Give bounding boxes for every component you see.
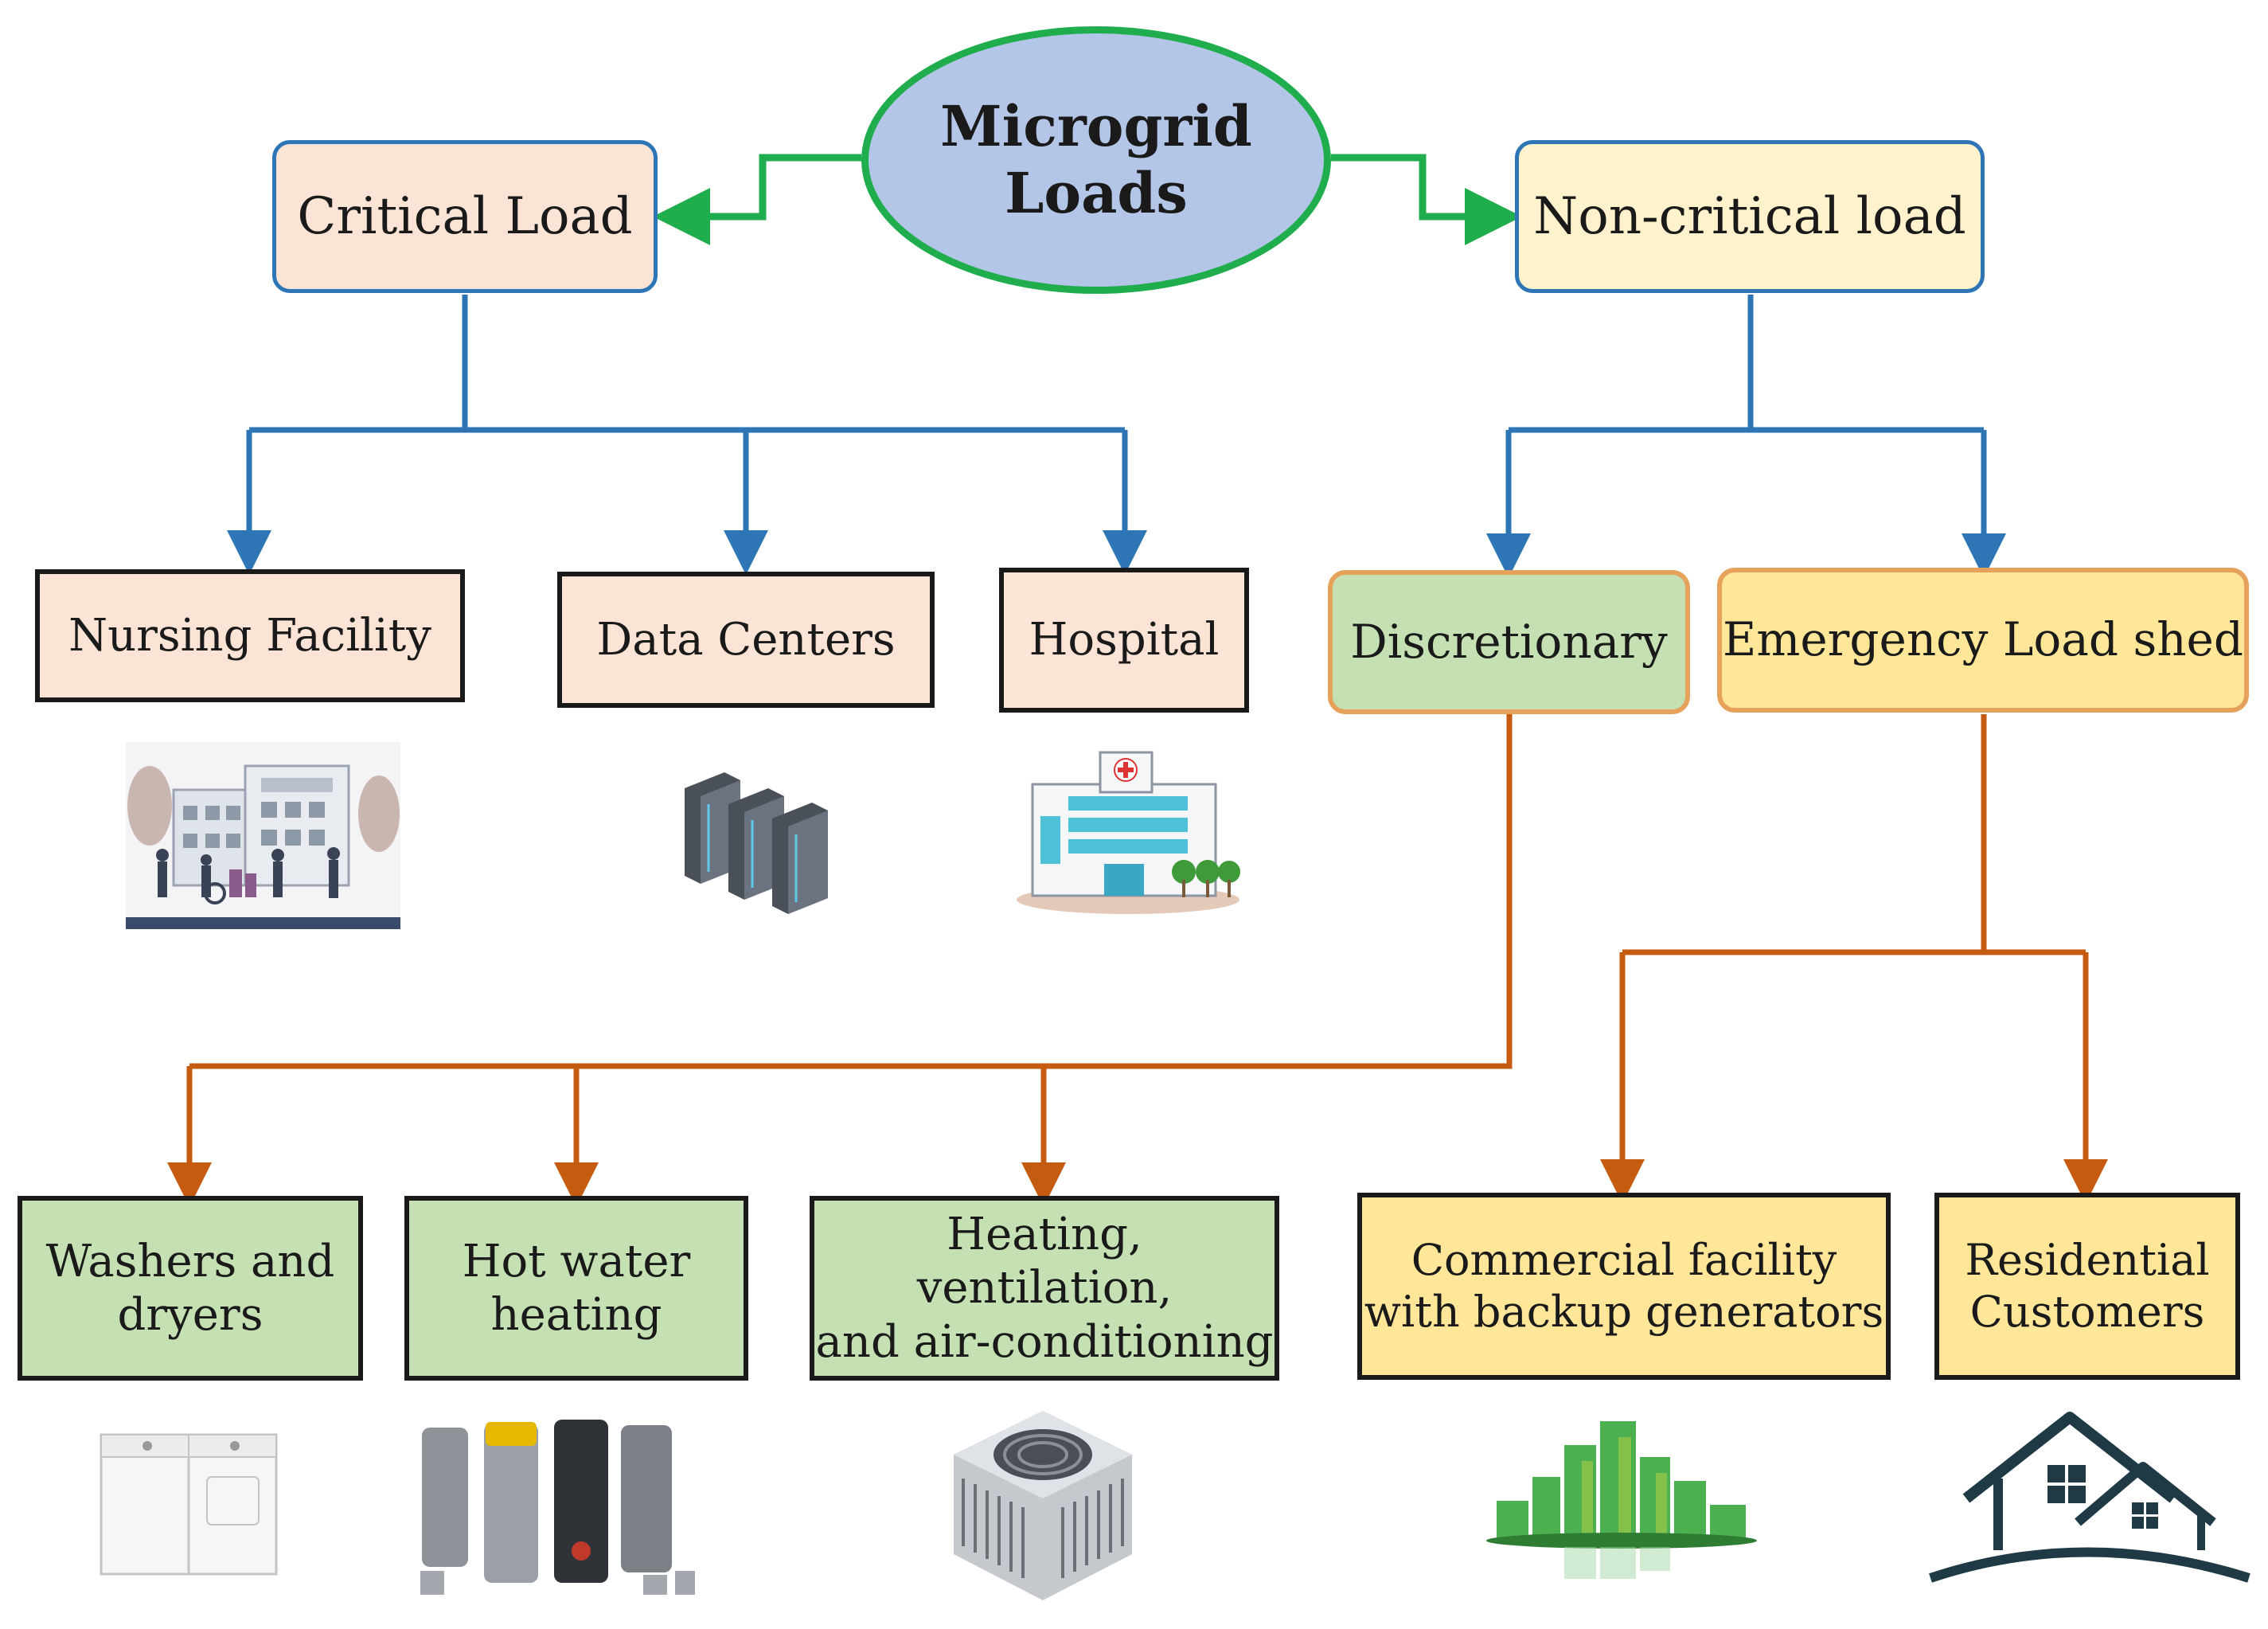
hot-water-heating-node: Hot water heating bbox=[404, 1196, 748, 1381]
root-label: Microgrid Loads bbox=[940, 93, 1252, 226]
server-rack-icon bbox=[685, 772, 828, 914]
hospital-building-icon bbox=[1017, 751, 1240, 914]
nursing-facility-node: Nursing Facility bbox=[35, 569, 465, 702]
discretionary-node: Discretionary bbox=[1328, 570, 1690, 714]
water-heater-icon bbox=[420, 1420, 695, 1595]
commercial-facility-node: Commercial facility with backup generato… bbox=[1357, 1193, 1891, 1380]
city-skyline-icon bbox=[1486, 1421, 1757, 1579]
data-centers-node: Data Centers bbox=[557, 572, 935, 708]
arrow-root-to-critical bbox=[653, 154, 861, 245]
emergency-load-shed-node: Emergency Load shed bbox=[1717, 568, 2249, 713]
air-conditioner-icon bbox=[954, 1411, 1132, 1600]
hvac-node: Heating, ventilation, and air-conditioni… bbox=[810, 1196, 1279, 1381]
house-icon bbox=[1929, 1412, 2250, 1583]
washers-dryers-node: Washers and dryers bbox=[18, 1196, 363, 1381]
arrow-root-to-noncritical bbox=[1331, 154, 1522, 245]
noncritical-load-node: Non-critical load bbox=[1515, 140, 1985, 293]
residential-customers-node: Residential Customers bbox=[1934, 1193, 2240, 1380]
hospital-node: Hospital bbox=[999, 568, 1249, 713]
nursing-facility-icon bbox=[126, 742, 400, 929]
washer-dryer-icon bbox=[100, 1433, 278, 1576]
critical-load-node: Critical Load bbox=[272, 140, 658, 293]
root-node-microgrid-loads: Microgrid Loads bbox=[861, 26, 1331, 294]
